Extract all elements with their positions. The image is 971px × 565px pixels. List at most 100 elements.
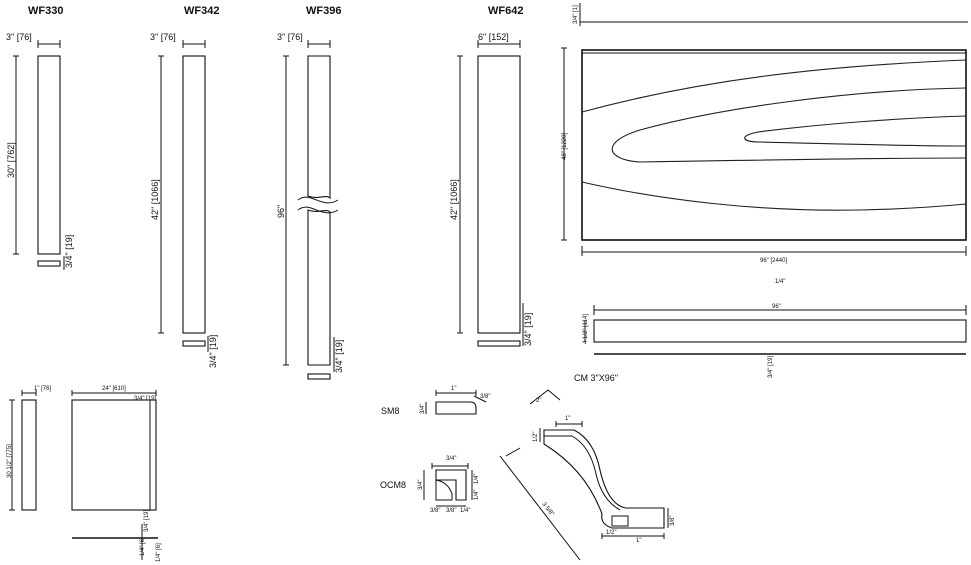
sheet-thick-line: [21, 390, 37, 396]
cm-bottom-dim-1: 1/2": [606, 530, 616, 536]
wf396-width-dim: 3" [76]: [277, 32, 303, 42]
wf330-face: [37, 55, 61, 255]
sm8-group: SM8 1" 3/4" 3/8": [381, 386, 490, 416]
strip-width-line: [593, 305, 967, 315]
panel-grain-3: [744, 115, 967, 147]
cm-profile-notch: [611, 515, 629, 527]
wf396-label: WF396: [306, 5, 341, 17]
sheet-thick-dim-3: 1/4" [6]: [140, 537, 146, 556]
sm8-width-dim: 1": [451, 386, 456, 392]
strip-face: [593, 319, 967, 343]
wf342-face: [182, 55, 206, 334]
wf330-height-line: [13, 55, 19, 255]
cm-diag-line: [499, 455, 581, 561]
ocm8-bottom-dim-3: 1/4": [460, 508, 470, 514]
sm8-label: SM8: [381, 406, 400, 416]
ocm8-profile-outer: [435, 469, 467, 501]
sheet-side: [21, 399, 37, 511]
wf330-label: WF330: [28, 5, 63, 17]
panel-grain-4: [581, 181, 967, 211]
sheet-width-dim: 24" [610]: [102, 386, 126, 392]
ocm8-bottom-dim-2: 3/8": [446, 508, 456, 514]
cm-top-width-line: [555, 421, 583, 427]
wf396-break-1: [297, 196, 339, 204]
sheet-edge-dim: 3/4" [19]: [134, 396, 156, 402]
sheet-face: [71, 399, 157, 511]
panel-top-dim: 3/4" [1]: [573, 5, 579, 24]
cm-diag-tick-1: [505, 447, 521, 457]
panel-note: 1/4": [775, 279, 785, 285]
panel-grain-2: [611, 87, 967, 163]
cm-bottom-line: [601, 533, 665, 539]
cm-bottom-dim-2: 1": [636, 538, 641, 544]
wf396-face-lower: [307, 209, 331, 366]
wf642-height-line: [457, 55, 463, 334]
wf342-height-line: [158, 55, 164, 334]
sm8-profile: [435, 401, 477, 415]
ocm8-left-dim: 3/4": [418, 480, 424, 490]
ocm8-label: OCM8: [380, 480, 406, 490]
wf642-section: [477, 340, 521, 347]
wf396-break-2: [297, 206, 339, 214]
panel-top-line: [579, 3, 968, 26]
sheet-thick-dim-4: 1/4" [6]: [156, 543, 162, 562]
ocm8-top-dim: 3/4": [446, 456, 456, 462]
strip-height-dim: 4 1/2" [114]: [583, 314, 589, 344]
cm-diag-dim: 3 5/8": [540, 502, 554, 518]
ocm8-right-dim-2: 1/4": [474, 490, 480, 500]
sheet-thick-dim-2: 3/4" [19]: [144, 510, 150, 532]
wf342-group: WF342 3" [76] 42" [1066] 3/4" [19]: [150, 5, 219, 368]
strip-width-dim: 96": [772, 304, 781, 310]
panel-height-line: [561, 47, 567, 241]
wf342-label: WF342: [184, 5, 219, 17]
strip-thick-dim: 3/4" [19]: [768, 356, 774, 378]
wf342-section: [182, 340, 206, 347]
sm8-corner-dim: 3/8": [480, 394, 490, 400]
wf396-face-upper: [307, 55, 331, 200]
wf330-width-line: [37, 40, 61, 48]
wf330-thick-dim: 3/4" [19]: [64, 235, 74, 268]
ocm8-group: OCM8 3/4" 3/4" 1/4" 1/4" 3/8" 3/8" 1/4": [380, 456, 480, 514]
wf642-label: WF642: [488, 5, 523, 17]
panel-group: 3/4" [1] 48" [1220] 96" [2440] 1/4": [561, 3, 968, 285]
wf396-height-line: [283, 55, 289, 366]
wf642-height-dim: 42" [1066]: [449, 179, 459, 220]
strip-group: 96" 4 1/2" [114] 3/4" [19]: [583, 304, 967, 378]
ocm8-right-dim: 1/4": [474, 474, 480, 484]
cm-right-dim: 3/8": [670, 516, 676, 526]
wf342-width-dim: 3" [76]: [150, 32, 176, 42]
wf642-face: [477, 55, 521, 334]
wf330-group: WF330 3" [76] 30" [762] 3/4" [19]: [6, 5, 74, 270]
ocm8-bottom-dim-1: 3/8": [430, 508, 440, 514]
sheet-height-line: [9, 399, 15, 511]
wf342-width-line: [182, 40, 206, 48]
cm-profile: [543, 429, 665, 529]
cm-top-angle-line: [529, 389, 561, 405]
wf396-width-line: [307, 40, 331, 48]
sheet-width-line: [71, 390, 157, 396]
sm8-width-line: [435, 390, 477, 396]
wf330-section: [37, 260, 61, 267]
panel-grain-1: [581, 59, 967, 113]
cm-left-dim: 1/2": [533, 432, 539, 442]
cm-top-width-dim: 1": [565, 416, 570, 422]
cm-label: CM 3"X96": [574, 373, 618, 383]
wf342-thick-dim: 3/4" [19]: [208, 335, 218, 368]
sheet-thick-dim: 1" [76]: [34, 386, 51, 392]
wf396-section: [307, 373, 331, 380]
wf642-width-dim: 6" [152]: [478, 32, 509, 42]
wf330-width-dim: 3" [76]: [6, 32, 32, 42]
wf330-height-dim: 30" [762]: [6, 142, 16, 178]
sheet-height-dim: 30 1/2" [775]: [7, 444, 13, 478]
panel-width-line: [581, 246, 967, 256]
wf642-group: WF642 6" [152] 42" [1066] 3/4" [19]: [449, 5, 533, 347]
cm-group: CM 3"X96" 2" 1" 1/2" 3 5/8" 1/2" 1" 3/8": [499, 373, 676, 561]
cm-top-angle-dim: 2": [536, 398, 541, 404]
panel-width-dim: 96" [2440]: [760, 258, 787, 264]
sm8-corner-line: [473, 395, 487, 403]
wf396-thick-dim: 3/4" [19]: [334, 340, 344, 373]
sheet-group: 1" [76] 24" [610] 3/4" [19] 30 1/2" [775…: [7, 386, 162, 562]
cm-profile-inner: [544, 435, 621, 511]
sm8-height-dim: 3/4": [420, 404, 426, 414]
